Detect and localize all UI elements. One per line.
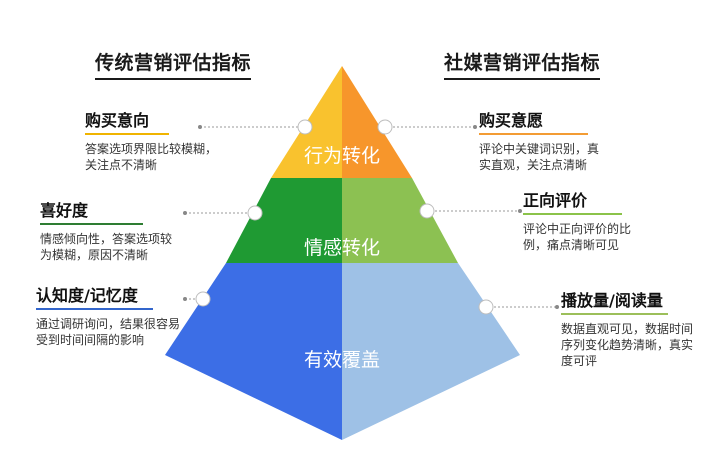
pyramid-bottom-right bbox=[342, 263, 520, 440]
purchase-intent-box: 购买意向 答案选项界限比较模糊，关注点不清晰 bbox=[85, 107, 220, 173]
pyramid-bottom-left bbox=[165, 263, 342, 440]
purchase-willingness-title: 购买意愿 bbox=[479, 107, 589, 135]
anchor-left-3 bbox=[195, 291, 211, 307]
preference-box: 喜好度 情感倾向性，答案选项较为模糊，原因不清晰 bbox=[40, 197, 180, 263]
layer-effective-reach: 有效覆盖 bbox=[303, 349, 381, 371]
positive-review-desc: 评论中正向评价的比例，痛点清晰可见 bbox=[523, 222, 632, 252]
positive-review-title: 正向评价 bbox=[523, 187, 623, 215]
awareness-box: 认知度/记忆度 通过调研询问，结果很容易受到时间间隔的影响 bbox=[36, 282, 181, 348]
social-metrics-heading: 社媒营销评估指标 bbox=[444, 48, 601, 80]
pyramid-middle-right bbox=[342, 178, 458, 263]
anchor-right-2 bbox=[419, 203, 435, 219]
layer-behavior-conversion: 行为转化 bbox=[303, 145, 381, 167]
preference-title: 喜好度 bbox=[40, 197, 144, 225]
anchor-left-1 bbox=[297, 119, 313, 135]
views-reads-title: 播放量/阅读量 bbox=[561, 287, 668, 315]
preference-desc: 情感倾向性，答案选项较为模糊，原因不清晰 bbox=[40, 232, 173, 262]
views-reads-box: 播放量/阅读量 数据直观可见，数据时间序列变化趋势清晰，真实度可评 bbox=[561, 287, 701, 369]
purchase-willingness-box: 购买意愿 评论中关键词识别，真实直观，关注点清晰 bbox=[479, 107, 604, 173]
layer-emotional-conversion: 情感转化 bbox=[303, 237, 381, 259]
pyramid-middle-left bbox=[226, 178, 342, 263]
awareness-desc: 通过调研询问，结果很容易受到时间间隔的影响 bbox=[36, 317, 181, 347]
pyramid-top-right bbox=[342, 66, 412, 178]
anchor-left-2 bbox=[247, 205, 263, 221]
anchor-right-3 bbox=[478, 299, 494, 315]
positive-review-box: 正向评价 评论中正向评价的比例，痛点清晰可见 bbox=[523, 187, 648, 253]
purchase-willingness-desc: 评论中关键词识别，真实直观，关注点清晰 bbox=[479, 142, 600, 172]
purchase-intent-title: 购买意向 bbox=[85, 107, 170, 135]
awareness-title: 认知度/记忆度 bbox=[36, 282, 153, 310]
views-reads-desc: 数据直观可见，数据时间序列变化趋势清晰，真实度可评 bbox=[561, 322, 694, 368]
anchor-right-1 bbox=[377, 119, 393, 135]
purchase-intent-desc: 答案选项界限比较模糊，关注点不清晰 bbox=[85, 142, 218, 172]
traditional-metrics-heading: 传统营销评估指标 bbox=[95, 48, 252, 80]
